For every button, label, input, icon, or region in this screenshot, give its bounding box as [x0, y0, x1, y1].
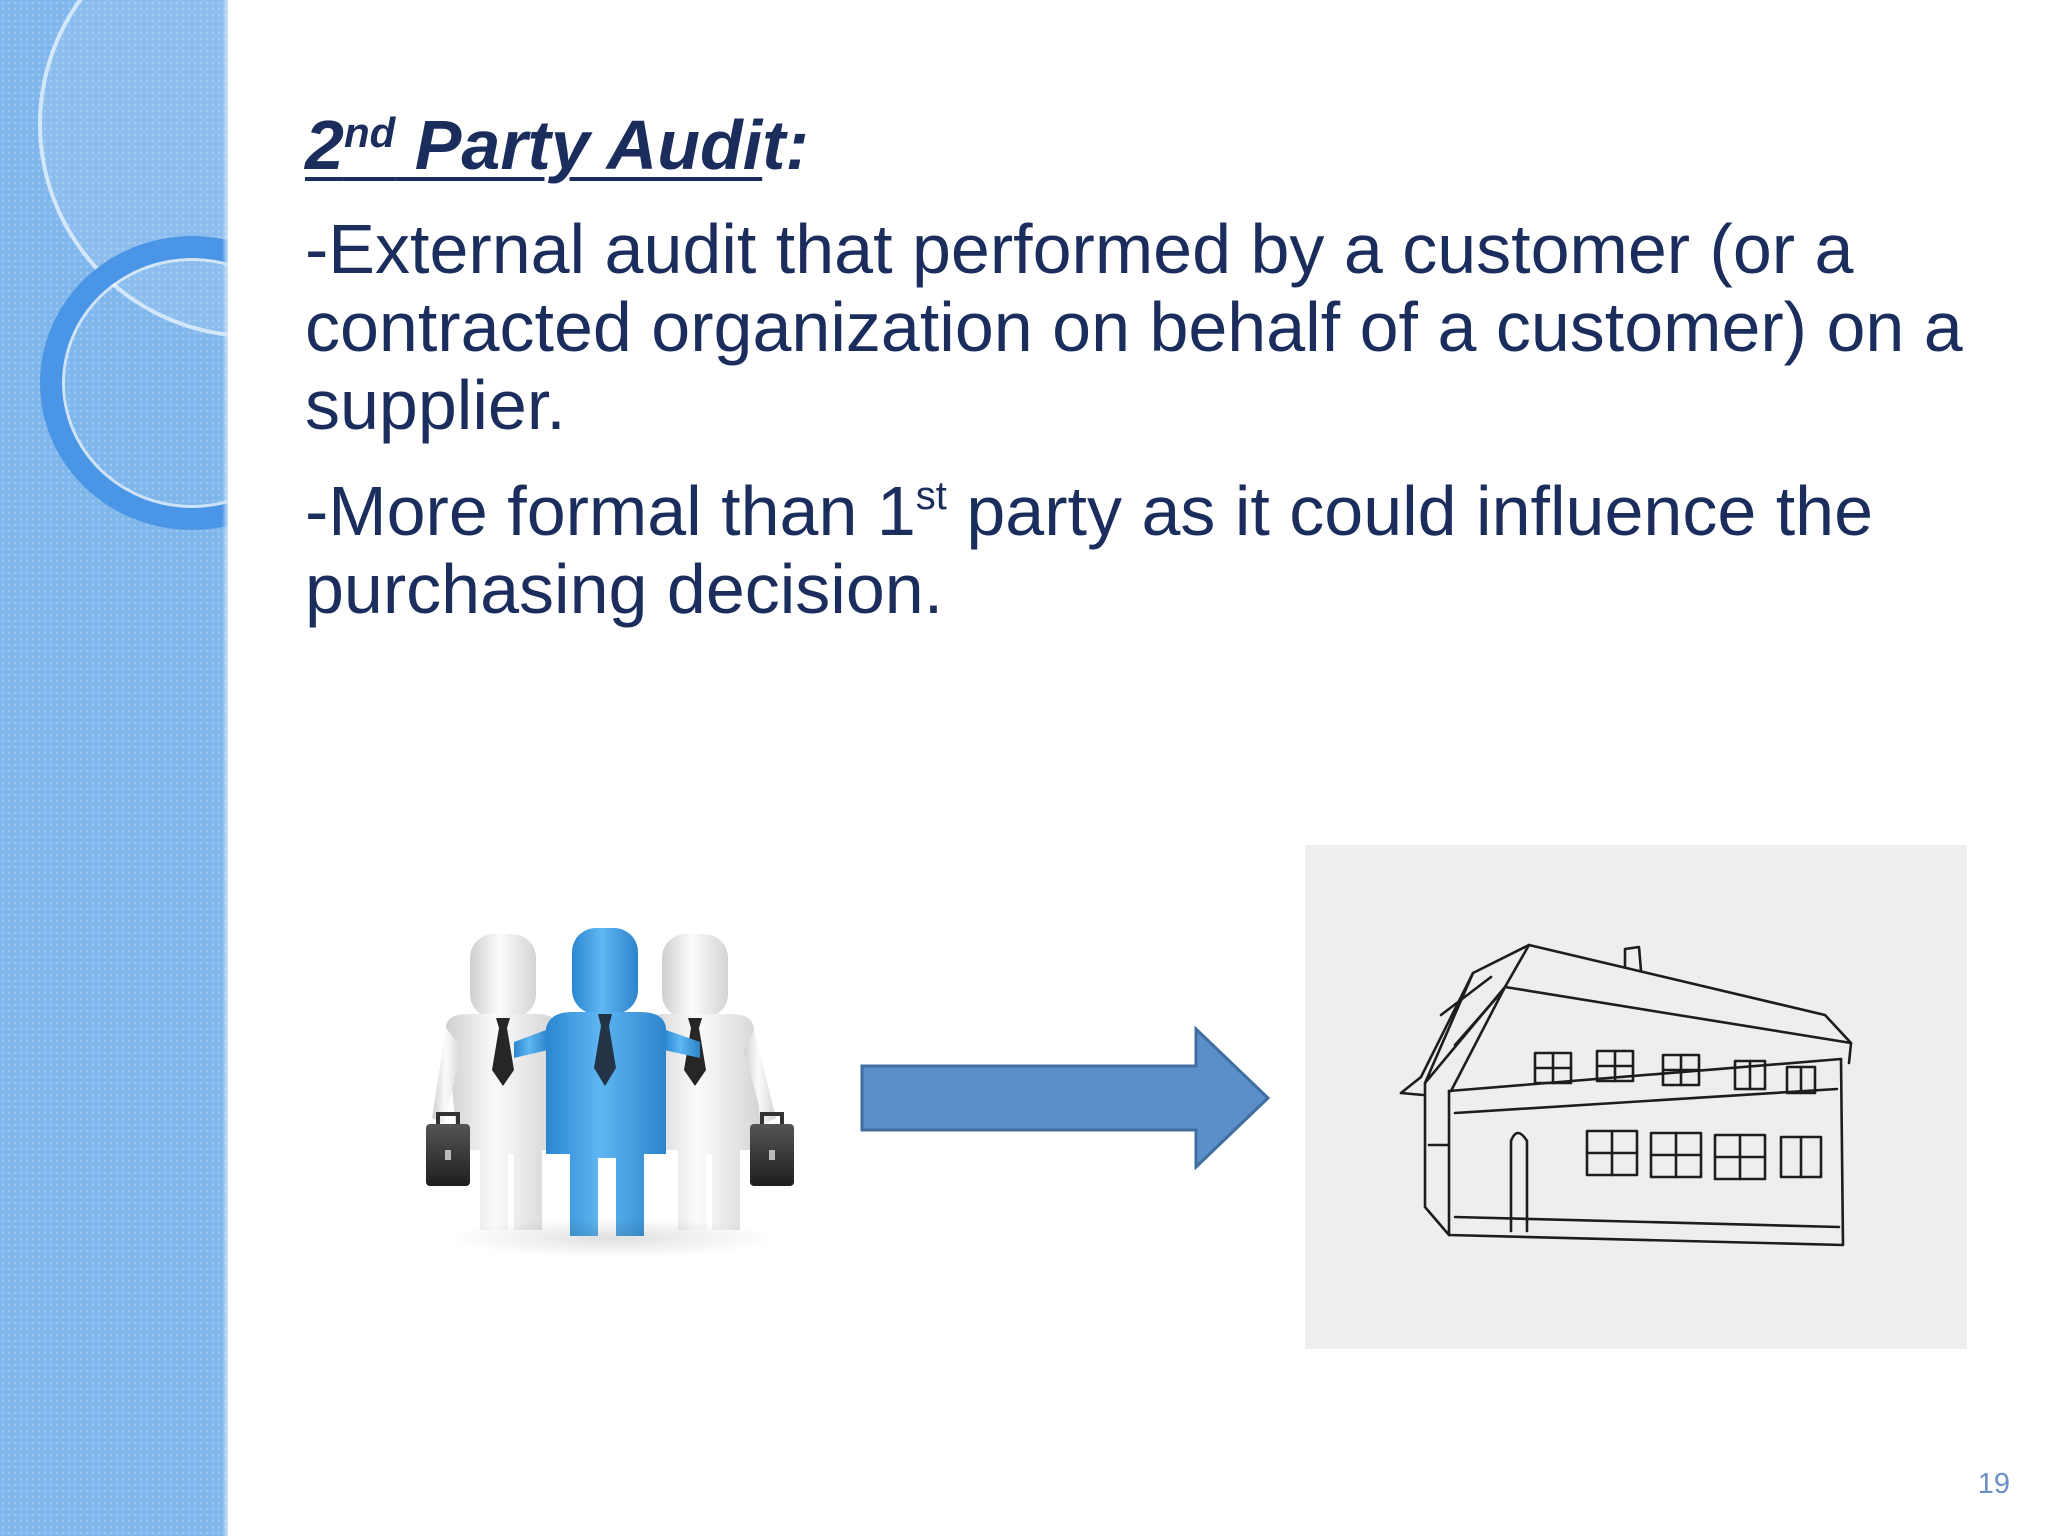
slide-title: 2nd Party Audit: — [305, 102, 1985, 188]
house-sketch — [1305, 845, 1967, 1349]
title-trailing-text: t: — [762, 106, 809, 184]
decorative-side-band — [0, 0, 228, 1536]
paragraph-more-formal: -More formal than 1st party as it could … — [305, 472, 1985, 628]
middle-person-figure — [514, 928, 700, 1236]
business-people-icon — [418, 918, 802, 1270]
slide-content: 2nd Party Audit: -External audit that pe… — [305, 102, 1985, 628]
paragraph-external-audit: -External audit that performed by a cust… — [305, 210, 1963, 444]
title-number: 2 — [305, 106, 344, 184]
page-number: 19 — [1977, 1468, 2010, 1500]
title-superscript: nd — [343, 109, 396, 156]
right-arrow — [858, 1025, 1272, 1171]
paragraph-more-formal-start: -More formal than 1 — [305, 472, 916, 550]
business-people-drawing — [426, 928, 794, 1236]
paragraph-more-formal-end: party as it could influence the purchasi… — [305, 472, 1874, 628]
right-person-figure — [644, 934, 794, 1230]
house-sketch-drawing — [1399, 943, 1853, 1247]
left-person-figure — [426, 934, 556, 1230]
side-band-edge — [222, 0, 228, 1536]
right-arrow-shape — [860, 1025, 1271, 1171]
decorative-ring-inner — [40, 236, 228, 530]
people-shadow — [448, 1218, 778, 1258]
title-underlined-text: Party Audi — [395, 106, 763, 184]
paragraph-superscript: st — [915, 474, 947, 518]
